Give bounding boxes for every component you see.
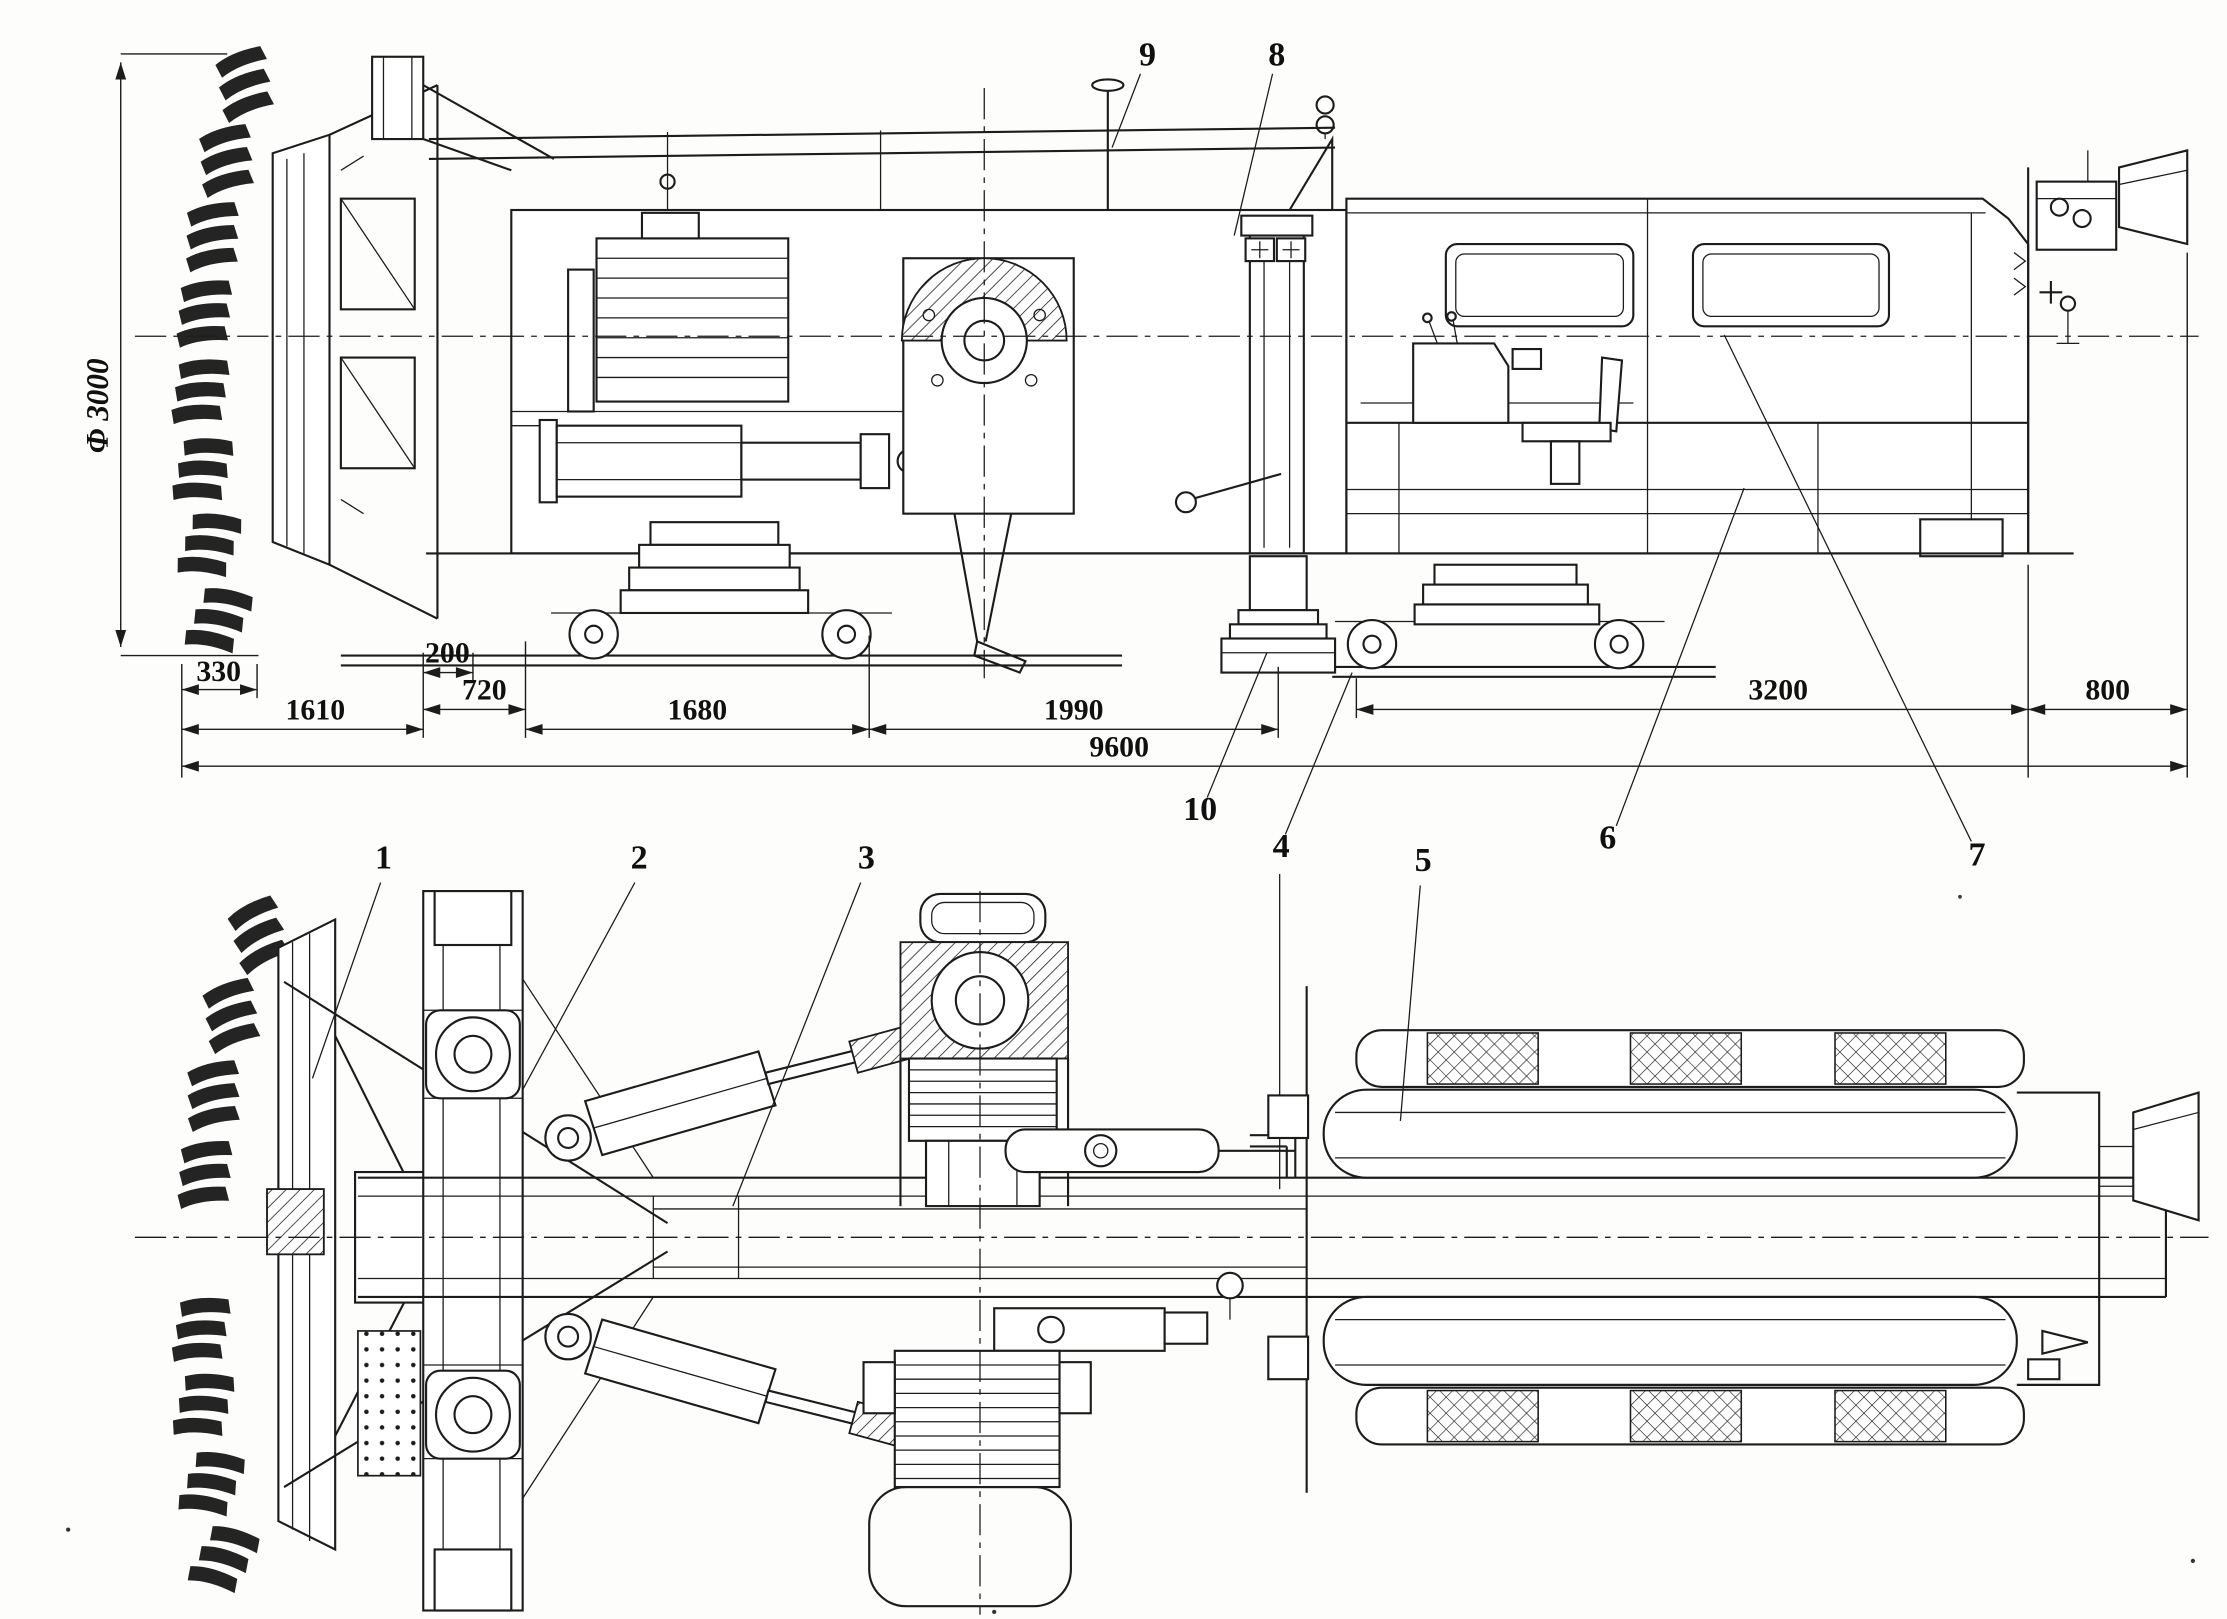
rear-funnel-plan — [2132, 1091, 2200, 1222]
dim-800-label: 800 — [2085, 674, 2130, 707]
foot-plate-plan — [862, 1349, 1092, 1608]
callout-6: 6 — [1599, 820, 1616, 857]
callouts-lower: 1 2 3 5 — [311, 839, 1432, 1207]
dim-720-label: 720 — [462, 674, 507, 707]
dim-3200: 3200 — [1356, 674, 2029, 715]
callout-5: 5 — [1415, 842, 1432, 879]
dim-9600-label: 9600 — [1089, 730, 1149, 763]
dim-800: 800 — [2028, 674, 2188, 715]
hub-block — [266, 1188, 325, 1256]
drive-cylinder — [555, 424, 743, 498]
scan-specks — [66, 894, 2196, 1615]
dim-200-label: 200 — [425, 637, 470, 670]
exhaust-funnel — [2117, 149, 2189, 246]
dim-720: 720 — [423, 674, 526, 715]
callout-9: 9 — [1139, 36, 1156, 73]
undercarriage — [340, 472, 1716, 678]
swivel-frame-plan — [422, 890, 654, 1612]
segment-roller-top — [1322, 1088, 2018, 1179]
diameter-label: Φ 3000 — [80, 358, 115, 453]
dim-200: 200 — [423, 637, 473, 678]
plan-view: 1 2 3 5 — [134, 839, 2209, 1615]
cab-window-front — [1444, 242, 1635, 328]
steering-cylinder-upper — [544, 1023, 941, 1162]
dim-1990: 1990 — [869, 693, 1279, 735]
dimension-chain: 330 200 720 1610 1680 1990 3200 800 9600 — [181, 252, 2188, 778]
cutter-head-side — [170, 44, 555, 661]
cab-window-rear — [1691, 242, 1891, 328]
cab-side — [1345, 197, 2030, 555]
rear-equipment-side — [426, 149, 2189, 558]
callout-1: 1 — [375, 839, 392, 876]
dim-1990-label: 1990 — [1044, 693, 1104, 726]
dim-1680-label: 1680 — [668, 693, 728, 726]
rivet-plate — [357, 1330, 422, 1477]
dim-1680: 1680 — [525, 693, 870, 735]
callout-2: 2 — [631, 839, 648, 876]
lift-column — [1248, 234, 1305, 555]
gearbox-plan — [899, 892, 1070, 1208]
motor-block — [595, 237, 790, 403]
callout-7: 7 — [1969, 837, 1986, 874]
dim-1610-label: 1610 — [285, 693, 345, 726]
dim-330-label: 330 — [196, 655, 241, 688]
machine-body-side — [510, 95, 1348, 674]
callout-10: 10 — [1183, 791, 1217, 828]
callout-4: 4 — [1273, 828, 1290, 865]
dim-3200-label: 3200 — [1748, 674, 1808, 707]
dim-1610: 1610 — [181, 693, 424, 735]
rear-deck-plan — [1267, 986, 2200, 1493]
cutter-head-plan — [170, 893, 669, 1601]
dimension-diameter: Φ 3000 — [80, 53, 259, 657]
support-jack — [1248, 555, 1308, 612]
side-elevation-view: Φ 3000 330 200 720 1610 1680 1990 3200 8… — [80, 36, 2199, 1190]
dim-330: 330 — [181, 655, 258, 695]
operator-console — [1412, 342, 1510, 424]
mid-components-plan — [993, 1128, 1297, 1352]
callout-3: 3 — [858, 839, 875, 876]
operator-seat — [1598, 356, 1624, 433]
dim-9600: 9600 — [181, 730, 2188, 772]
callout-8: 8 — [1268, 36, 1285, 73]
segment-roller-bottom — [1322, 1295, 2018, 1386]
